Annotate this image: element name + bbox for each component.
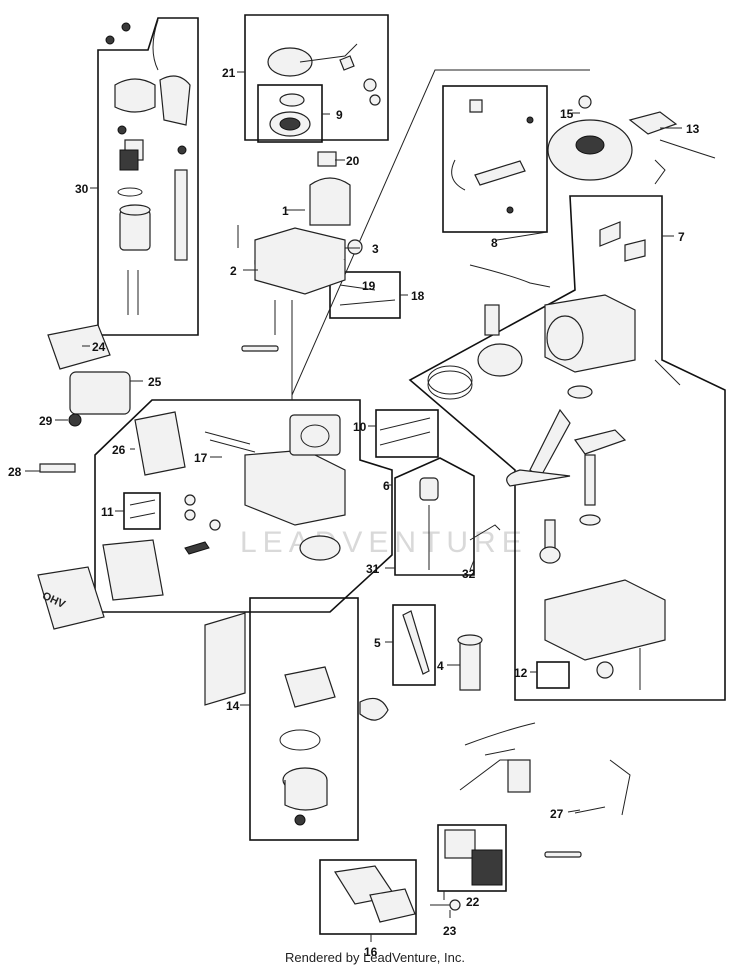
callout-3: 3 (372, 242, 379, 256)
callout-21: 21 (222, 66, 236, 80)
callout-7: 7 (678, 230, 685, 244)
callout-28: 28 (8, 465, 22, 479)
callout-31: 31 (366, 562, 380, 576)
callout-14: 14 (226, 699, 240, 713)
air-cleaner-box (319, 859, 417, 935)
cylinder-head-parts (102, 411, 431, 601)
footer-credit: Rendered by LeadVenture, Inc. (285, 950, 465, 965)
callout-12: 12 (514, 666, 528, 680)
callout-19: 19 (362, 279, 376, 293)
cylinder-head-outline (94, 399, 393, 613)
valve-cover-part: OHV (37, 566, 105, 630)
oil-sensor-parts (419, 477, 501, 570)
callout-9: 9 (336, 108, 343, 122)
callout-6: 6 (383, 479, 390, 493)
side-parts (39, 324, 131, 473)
screw-box (536, 661, 570, 689)
callout-5: 5 (374, 636, 381, 650)
callout-25: 25 (148, 375, 162, 389)
callout-29: 29 (39, 414, 53, 428)
callout-27: 27 (550, 807, 564, 821)
callout-10: 10 (353, 420, 367, 434)
fuel-tank-parts (237, 151, 396, 352)
dipstick-parts (402, 610, 483, 691)
callout-13: 13 (686, 122, 700, 136)
flywheel-ignition-parts (547, 95, 716, 185)
callout-labels: 1 2 3 4 5 6 7 8 9 10 11 12 13 14 15 16 1… (8, 66, 700, 959)
callout-30: 30 (75, 182, 89, 196)
callout-18: 18 (411, 289, 425, 303)
callout-17: 17 (194, 451, 208, 465)
callout-32: 32 (462, 567, 476, 581)
callout-24: 24 (92, 340, 106, 354)
linkage-parts (459, 722, 631, 858)
callout-11: 11 (101, 505, 114, 519)
callout-2: 2 (230, 264, 237, 278)
callout-22: 22 (466, 895, 480, 909)
carburetor-parts (204, 612, 389, 826)
callout-16: 16 (364, 945, 378, 959)
pushrod-box (375, 409, 439, 458)
air-filter-box (437, 824, 507, 892)
callout-8: 8 (491, 236, 498, 250)
recoil-parts (267, 43, 381, 137)
valve-box (123, 492, 161, 530)
callout-15: 15 (560, 107, 574, 121)
callout-20: 20 (346, 154, 360, 168)
governor-parts (451, 99, 551, 288)
carburetor-box (249, 597, 359, 841)
callout-4: 4 (437, 659, 444, 673)
governor-assembly-box (442, 85, 548, 233)
callout-26: 26 (112, 443, 126, 457)
callout-1: 1 (282, 204, 289, 218)
dipstick-box (392, 604, 436, 686)
leader-lines (25, 71, 682, 942)
air-filter-parts (334, 829, 503, 923)
short-block-parts (427, 221, 681, 690)
callout-23: 23 (443, 924, 457, 938)
recoil-assembly-box (244, 14, 389, 141)
leader-line (291, 69, 590, 396)
starter-parts (105, 19, 191, 315)
oil-sensor-box (394, 457, 475, 576)
